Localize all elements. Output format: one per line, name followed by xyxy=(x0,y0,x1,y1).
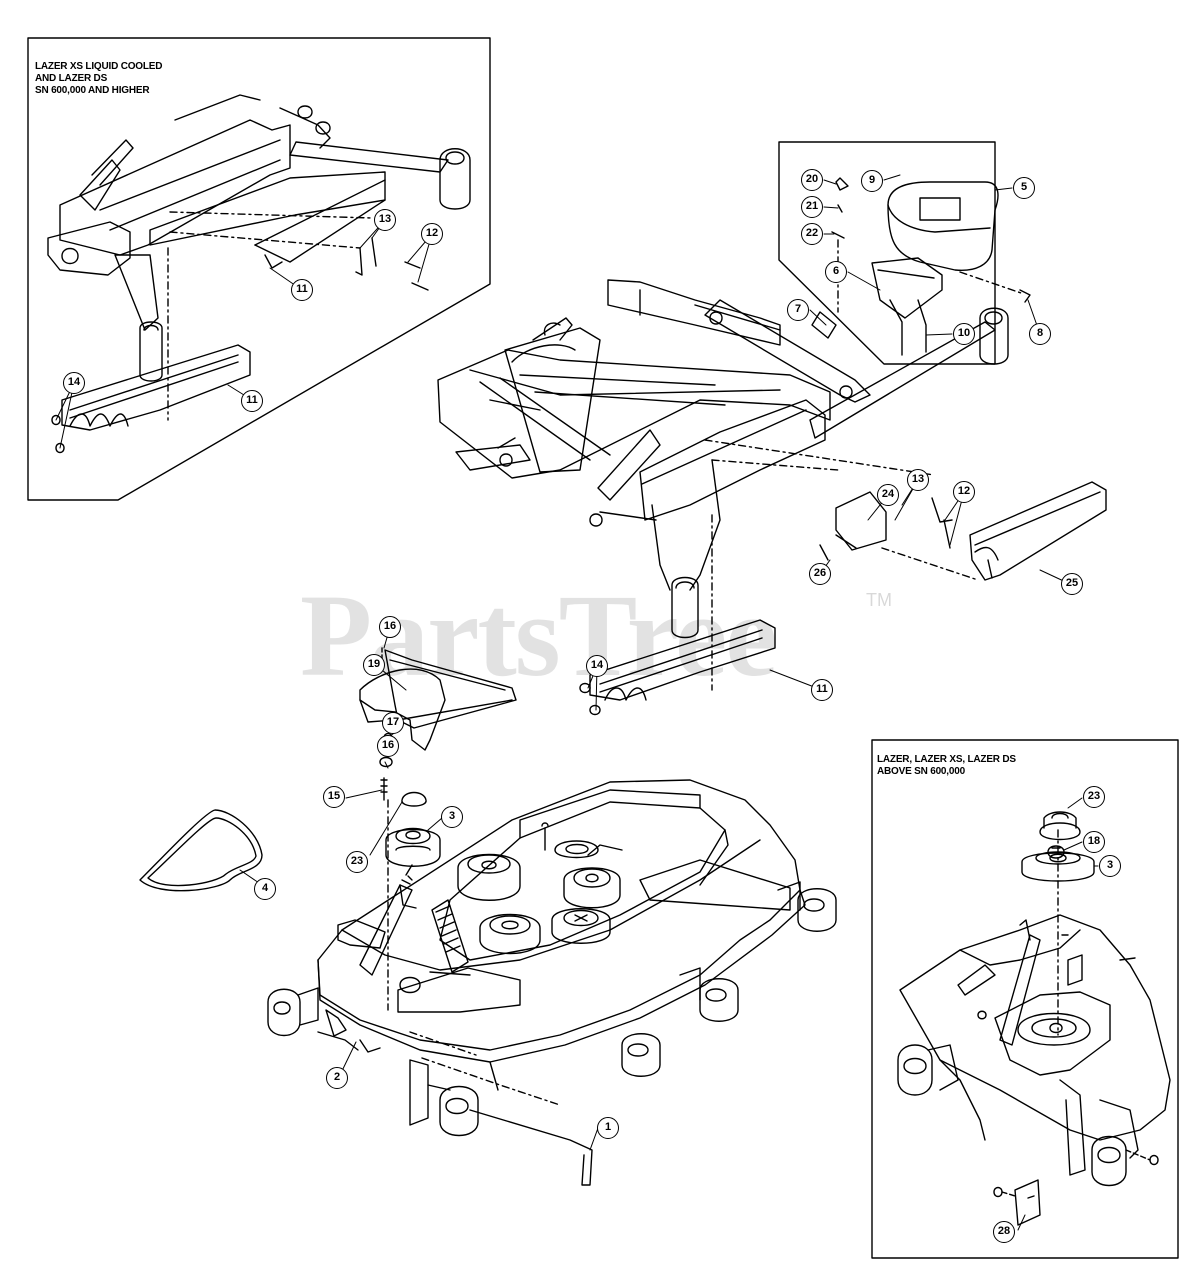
callout-part-5[interactable]: 5 xyxy=(1013,177,1035,199)
callout-part-28[interactable]: 28 xyxy=(993,1221,1015,1243)
callout-part-7[interactable]: 7 xyxy=(787,299,809,321)
callout-part-17[interactable]: 17 xyxy=(382,712,404,734)
callout-part-23[interactable]: 23 xyxy=(346,851,368,873)
callout-part-24[interactable]: 24 xyxy=(877,484,899,506)
callout-part-20[interactable]: 20 xyxy=(801,169,823,191)
callout-part-11[interactable]: 11 xyxy=(291,279,313,301)
callout-part-3[interactable]: 3 xyxy=(1099,855,1121,877)
callout-part-4[interactable]: 4 xyxy=(254,878,276,900)
callout-part-14[interactable]: 14 xyxy=(586,655,608,677)
callout-part-26[interactable]: 26 xyxy=(809,563,831,585)
callout-part-15[interactable]: 15 xyxy=(323,786,345,808)
main-frame-assembly xyxy=(437,279,1107,716)
callout-part-6[interactable]: 6 xyxy=(825,261,847,283)
callout-part-18[interactable]: 18 xyxy=(1083,831,1105,853)
callout-part-25[interactable]: 25 xyxy=(1061,573,1083,595)
inset-title-top-left: LAZER XS LIQUID COOLED AND LAZER DS SN 6… xyxy=(35,61,162,97)
callout-part-19[interactable]: 19 xyxy=(363,654,385,676)
callout-part-8[interactable]: 8 xyxy=(1029,323,1051,345)
inset-title-line: LAZER, LAZER XS, LAZER DS xyxy=(877,754,1016,765)
trademark-mark: TM xyxy=(866,590,892,610)
callout-part-22[interactable]: 22 xyxy=(801,223,823,245)
callout-part-12[interactable]: 12 xyxy=(421,223,443,245)
callout-part-1[interactable]: 1 xyxy=(597,1117,619,1139)
inset-title-line: SN 600,000 AND HIGHER xyxy=(35,85,150,96)
pulley-idler-large xyxy=(385,828,441,867)
inset-frame-bottom-right xyxy=(871,739,1179,1259)
callout-part-13[interactable]: 13 xyxy=(374,209,396,231)
inset-frame-top-left xyxy=(27,37,491,501)
inset-title-line: AND LAZER DS xyxy=(35,73,108,84)
inset-title-bottom-right: LAZER, LAZER XS, LAZER DS ABOVE SN 600,0… xyxy=(877,754,1016,778)
callout-part-11[interactable]: 11 xyxy=(241,390,263,412)
callout-part-21[interactable]: 21 xyxy=(801,196,823,218)
callout-part-16[interactable]: 16 xyxy=(377,735,399,757)
callout-part-3[interactable]: 3 xyxy=(441,806,463,828)
watermark-text: PartsTree xyxy=(300,570,778,701)
callout-part-13[interactable]: 13 xyxy=(907,469,929,491)
callout-part-9[interactable]: 9 xyxy=(861,170,883,192)
callout-part-14[interactable]: 14 xyxy=(63,372,85,394)
inset-deck-detail xyxy=(897,811,1171,1226)
callout-part-16[interactable]: 16 xyxy=(379,616,401,638)
callout-part-10[interactable]: 10 xyxy=(953,323,975,345)
callout-part-12[interactable]: 12 xyxy=(953,481,975,503)
inset-title-line: ABOVE SN 600,000 xyxy=(877,766,965,777)
inset-frame-assembly xyxy=(47,94,471,454)
callout-part-23[interactable]: 23 xyxy=(1083,786,1105,808)
callout-part-11[interactable]: 11 xyxy=(811,679,833,701)
mower-deck xyxy=(267,779,837,1186)
inset-title-line: LAZER XS LIQUID COOLED xyxy=(35,61,163,72)
belt-part xyxy=(139,809,263,892)
callout-part-2[interactable]: 2 xyxy=(326,1067,348,1089)
